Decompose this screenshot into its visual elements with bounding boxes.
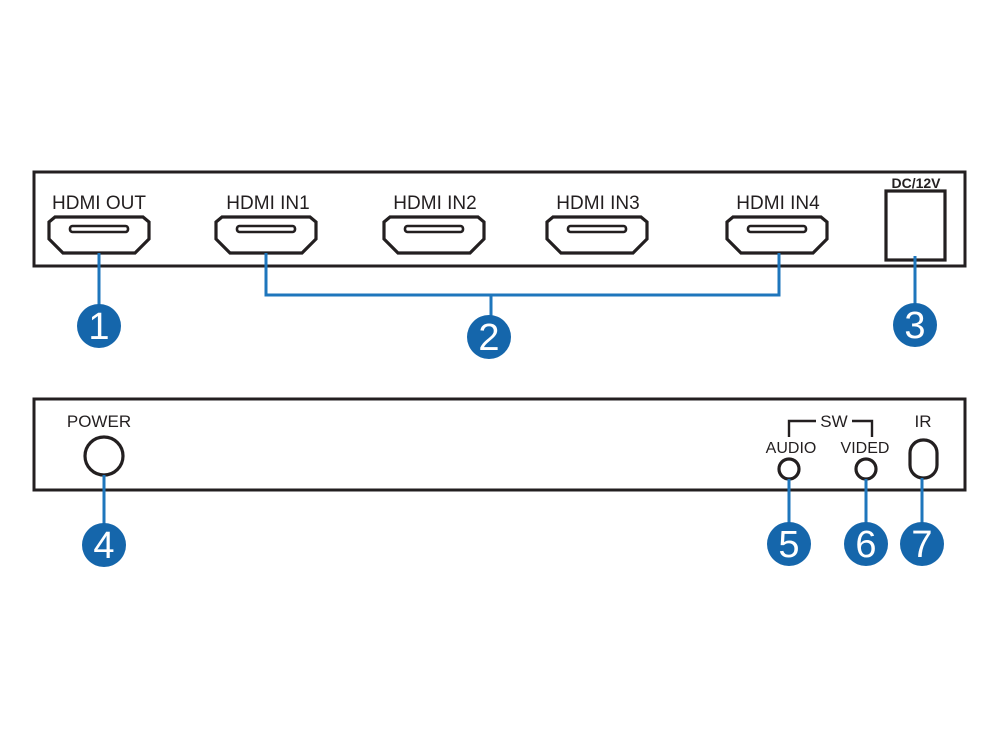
front-panel: POWER SW AUDIO VIDED IR: [32, 397, 967, 492]
power-label: POWER: [67, 412, 131, 431]
callout-5-number: 5: [778, 524, 799, 566]
callout-4-badge: 4: [82, 523, 126, 567]
callout-2-circle: [467, 315, 511, 359]
callout-7-badge: 7: [900, 522, 944, 566]
callout-5-circle: [767, 522, 811, 566]
callout-7-circle: [900, 522, 944, 566]
callout-leader-lines: [97, 253, 924, 524]
sw-bracket: [787, 419, 874, 437]
callout-6-badge: 6: [844, 522, 888, 566]
callout-3-number: 3: [904, 305, 925, 347]
ir-window-icon: [908, 438, 939, 480]
hdmi-in1-label: HDMI IN1: [226, 193, 309, 214]
dc-jack-label: DC/12V: [891, 175, 941, 191]
hdmi-in3-port: HDMI IN3: [545, 193, 649, 255]
hdmi-in2-label: HDMI IN2: [393, 193, 476, 214]
callout-2-number: 2: [478, 317, 499, 359]
callout-7-number: 7: [911, 524, 932, 566]
callout-2-leader-line: [264, 253, 781, 316]
hdmi-connector-icon: [725, 215, 829, 255]
callout-4-number: 4: [93, 525, 114, 567]
callout-3-circle: [893, 303, 937, 347]
callout-4-circle: [82, 523, 126, 567]
callout-1-number: 1: [88, 306, 109, 348]
dc-jack-icon: [884, 189, 947, 262]
power-button: POWER: [67, 412, 131, 477]
callout-5-badge: 5: [767, 522, 811, 566]
front-panel-outline: [32, 397, 967, 492]
hdmi-in2-port: HDMI IN2: [382, 193, 486, 255]
hdmi-out-port: HDMI OUT: [47, 193, 151, 255]
dc-power-jack: DC/12V: [884, 175, 947, 262]
hdmi-connector-icon: [47, 215, 151, 255]
power-button-icon: [83, 435, 125, 477]
sw-group-label: SW: [820, 412, 847, 431]
callout-2-badge: 2: [467, 315, 511, 359]
audio-led-label: AUDIO: [766, 440, 817, 457]
video-led-icon: [854, 457, 878, 481]
hdmi-connector-icon: [382, 215, 486, 255]
ir-receiver: IR: [908, 412, 939, 480]
callout-3-badge: 3: [893, 303, 937, 347]
hdmi-connector-icon: [545, 215, 649, 255]
hdmi-in3-label: HDMI IN3: [556, 193, 639, 214]
hdmi-connector-icon: [214, 215, 318, 255]
ir-label: IR: [915, 412, 932, 431]
callout-1-circle: [77, 304, 121, 348]
callout-1-badge: 1: [77, 304, 121, 348]
hdmi-out-label: HDMI OUT: [52, 193, 146, 214]
callout-6-number: 6: [855, 524, 876, 566]
audio-led-icon: [777, 457, 801, 481]
hdmi-in4-port: HDMI IN4: [725, 193, 829, 255]
video-led-label: VIDED: [841, 440, 890, 457]
callout-6-circle: [844, 522, 888, 566]
sw-led-group: SW AUDIO VIDED: [766, 412, 890, 481]
hdmi-in4-label: HDMI IN4: [736, 193, 820, 214]
rear-panel: HDMI OUT HDMI IN1 HDMI IN2 HDMI IN3 HDMI…: [32, 170, 967, 268]
hdmi-in1-port: HDMI IN1: [214, 193, 318, 255]
